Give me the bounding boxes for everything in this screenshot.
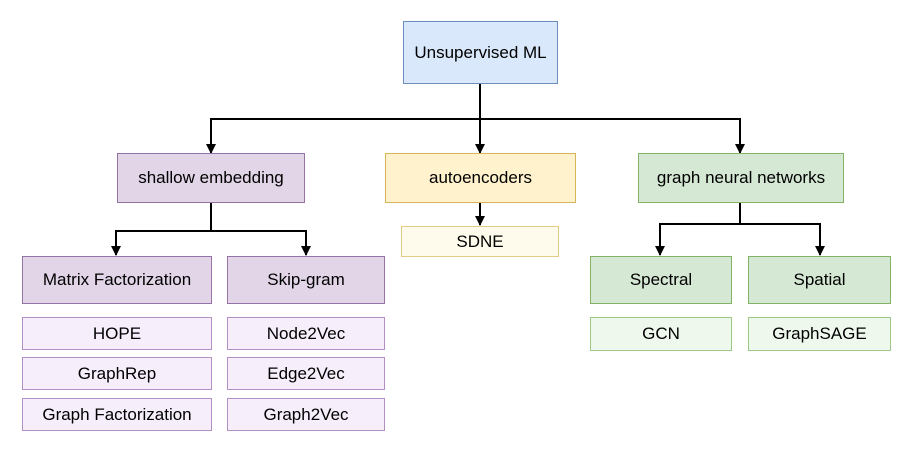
node-method-hope: HOPE	[22, 317, 212, 350]
node-method-gcn: GCN	[590, 317, 732, 351]
node-shallow-embedding: shallow embedding	[117, 153, 305, 203]
node-graph-neural-networks: graph neural networks	[638, 153, 844, 203]
node-unsupervised-ml: Unsupervised ML	[403, 21, 558, 84]
edge-shallow-skipgram	[211, 230, 311, 256]
edge-shallow-mf	[111, 203, 212, 256]
node-skip-gram: Skip-gram	[227, 256, 385, 304]
node-method-edge2vec: Edge2Vec	[227, 357, 385, 390]
edge-root-shallow	[206, 84, 481, 154]
node-spectral: Spectral	[590, 256, 732, 304]
node-method-sdne: SDNE	[401, 226, 559, 257]
edge-gnn-spatial	[740, 223, 825, 256]
edge-gnn-spectral	[655, 203, 741, 256]
node-method-graphsage: GraphSAGE	[748, 317, 891, 351]
node-method-graphrep: GraphRep	[22, 357, 212, 390]
node-spatial: Spatial	[748, 256, 891, 304]
edge-root-gnn	[480, 118, 745, 154]
node-autoencoders: autoencoders	[385, 153, 576, 203]
node-matrix-factorization: Matrix Factorization	[22, 256, 212, 304]
node-method-graph2vec: Graph2Vec	[227, 398, 385, 431]
node-method-graph-factorization: Graph Factorization	[22, 398, 212, 431]
node-method-node2vec: Node2Vec	[227, 317, 385, 350]
